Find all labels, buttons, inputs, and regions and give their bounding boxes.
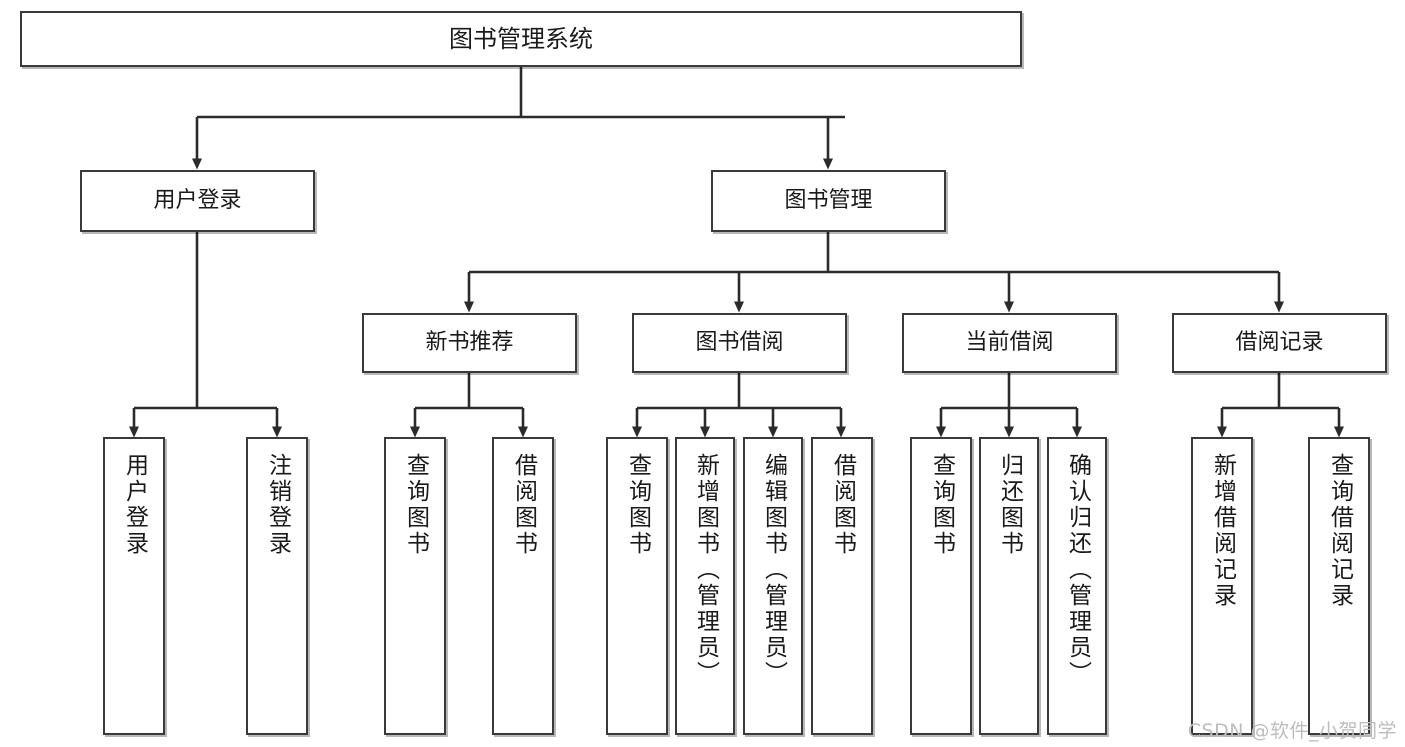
node-label: 查询借阅记录: [1326, 453, 1353, 609]
leaf-user-login[interactable]: 用户登录: [103, 437, 165, 735]
node-label: 新书推荐: [425, 330, 514, 356]
node-label: 用户登录: [121, 453, 148, 557]
leaf-current-confirm-return-admin[interactable]: 确认归还（管理员）: [1047, 437, 1107, 735]
leaf-borrow-add-book-admin[interactable]: 新增图书（管理员）: [675, 437, 735, 735]
node-label: 查询图书: [928, 453, 955, 557]
node-label: 新增借阅记录: [1209, 453, 1236, 609]
node-label: 归还图书: [996, 453, 1023, 557]
node-label: 图书管理系统: [449, 24, 593, 53]
node-book-management[interactable]: 图书管理: [711, 170, 946, 232]
node-label: 查询图书: [402, 453, 429, 557]
node-new-book-recommend[interactable]: 新书推荐: [362, 313, 577, 373]
node-label: 查询图书: [624, 453, 651, 557]
node-label: 图书管理: [784, 188, 873, 214]
node-label: 注销登录: [264, 453, 291, 557]
node-label: 借阅记录: [1235, 330, 1324, 356]
node-label: 新增图书（管理员）: [692, 453, 719, 687]
node-borrow-record[interactable]: 借阅记录: [1172, 313, 1387, 373]
node-label: 借阅图书: [829, 453, 856, 557]
leaf-logout[interactable]: 注销登录: [246, 437, 308, 735]
leaf-record-add-record[interactable]: 新增借阅记录: [1191, 437, 1253, 735]
node-label: 确认归还（管理员）: [1064, 453, 1091, 687]
node-current-borrow[interactable]: 当前借阅: [902, 313, 1117, 373]
leaf-borrow-edit-book-admin[interactable]: 编辑图书（管理员）: [743, 437, 803, 735]
node-label: 编辑图书（管理员）: [760, 453, 787, 687]
node-label: 当前借阅: [965, 330, 1054, 356]
leaf-newbook-borrow-book[interactable]: 借阅图书: [492, 437, 554, 735]
leaf-record-query-record[interactable]: 查询借阅记录: [1308, 437, 1370, 735]
leaf-current-query-book[interactable]: 查询图书: [910, 437, 972, 735]
node-book-borrow[interactable]: 图书借阅: [632, 313, 847, 373]
csdn-watermark: CSDN @软件_小贺同学: [1187, 720, 1397, 742]
node-label: 借阅图书: [510, 453, 537, 557]
node-root-system[interactable]: 图书管理系统: [20, 11, 1022, 67]
leaf-borrow-query-book[interactable]: 查询图书: [606, 437, 668, 735]
node-label: 用户登录: [153, 188, 242, 214]
leaf-newbook-query-book[interactable]: 查询图书: [384, 437, 446, 735]
node-label: 图书借阅: [695, 330, 784, 356]
leaf-borrow-borrow-book[interactable]: 借阅图书: [811, 437, 873, 735]
node-user-login[interactable]: 用户登录: [80, 170, 315, 232]
leaf-current-return-book[interactable]: 归还图书: [979, 437, 1039, 735]
